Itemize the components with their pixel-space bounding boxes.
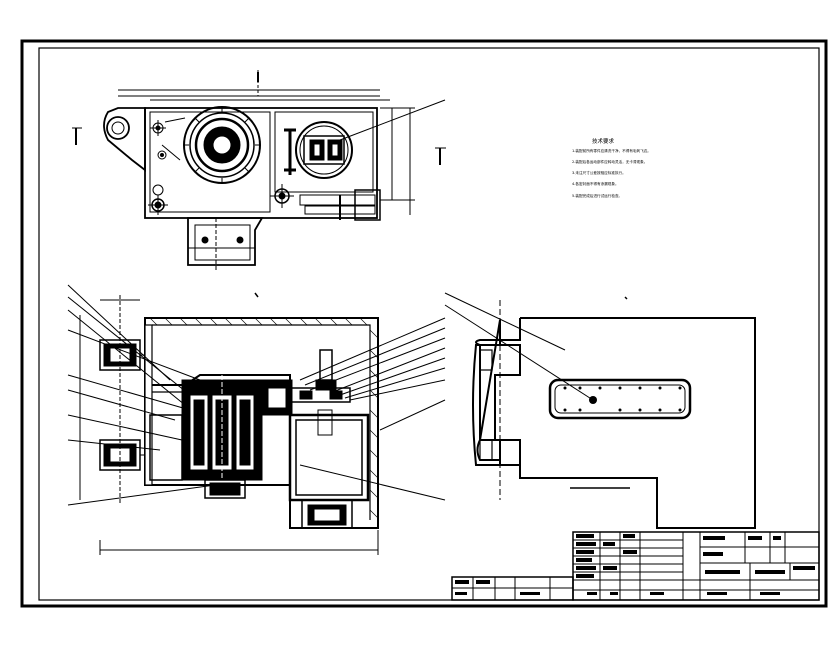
notes-line-2: 2.装配后各运动部件应转动灵活，无卡滞现象。 bbox=[572, 159, 647, 164]
top-view bbox=[72, 70, 446, 270]
outer-border bbox=[20, 39, 828, 608]
technical-notes: 技术要求 1.装配前所有零件应清洗干净，不得有毛刺飞边。 2.装配后各运动部件应… bbox=[572, 137, 651, 198]
inner-border bbox=[38, 47, 820, 601]
notes-line-1: 1.装配前所有零件应清洗干净，不得有毛刺飞边。 bbox=[572, 148, 651, 153]
title-block bbox=[451, 531, 820, 601]
notes-line-4: 4.各密封面不得有渗漏现象。 bbox=[572, 181, 619, 186]
notes-title: 技术要求 bbox=[592, 137, 615, 145]
notes-line-3: 3.未注尺寸公差按相应标准执行。 bbox=[572, 170, 626, 175]
notes-line-5: 5.装配完成后进行试运行检查。 bbox=[572, 193, 622, 198]
section-view bbox=[67, 284, 446, 555]
plate-view bbox=[444, 292, 756, 529]
